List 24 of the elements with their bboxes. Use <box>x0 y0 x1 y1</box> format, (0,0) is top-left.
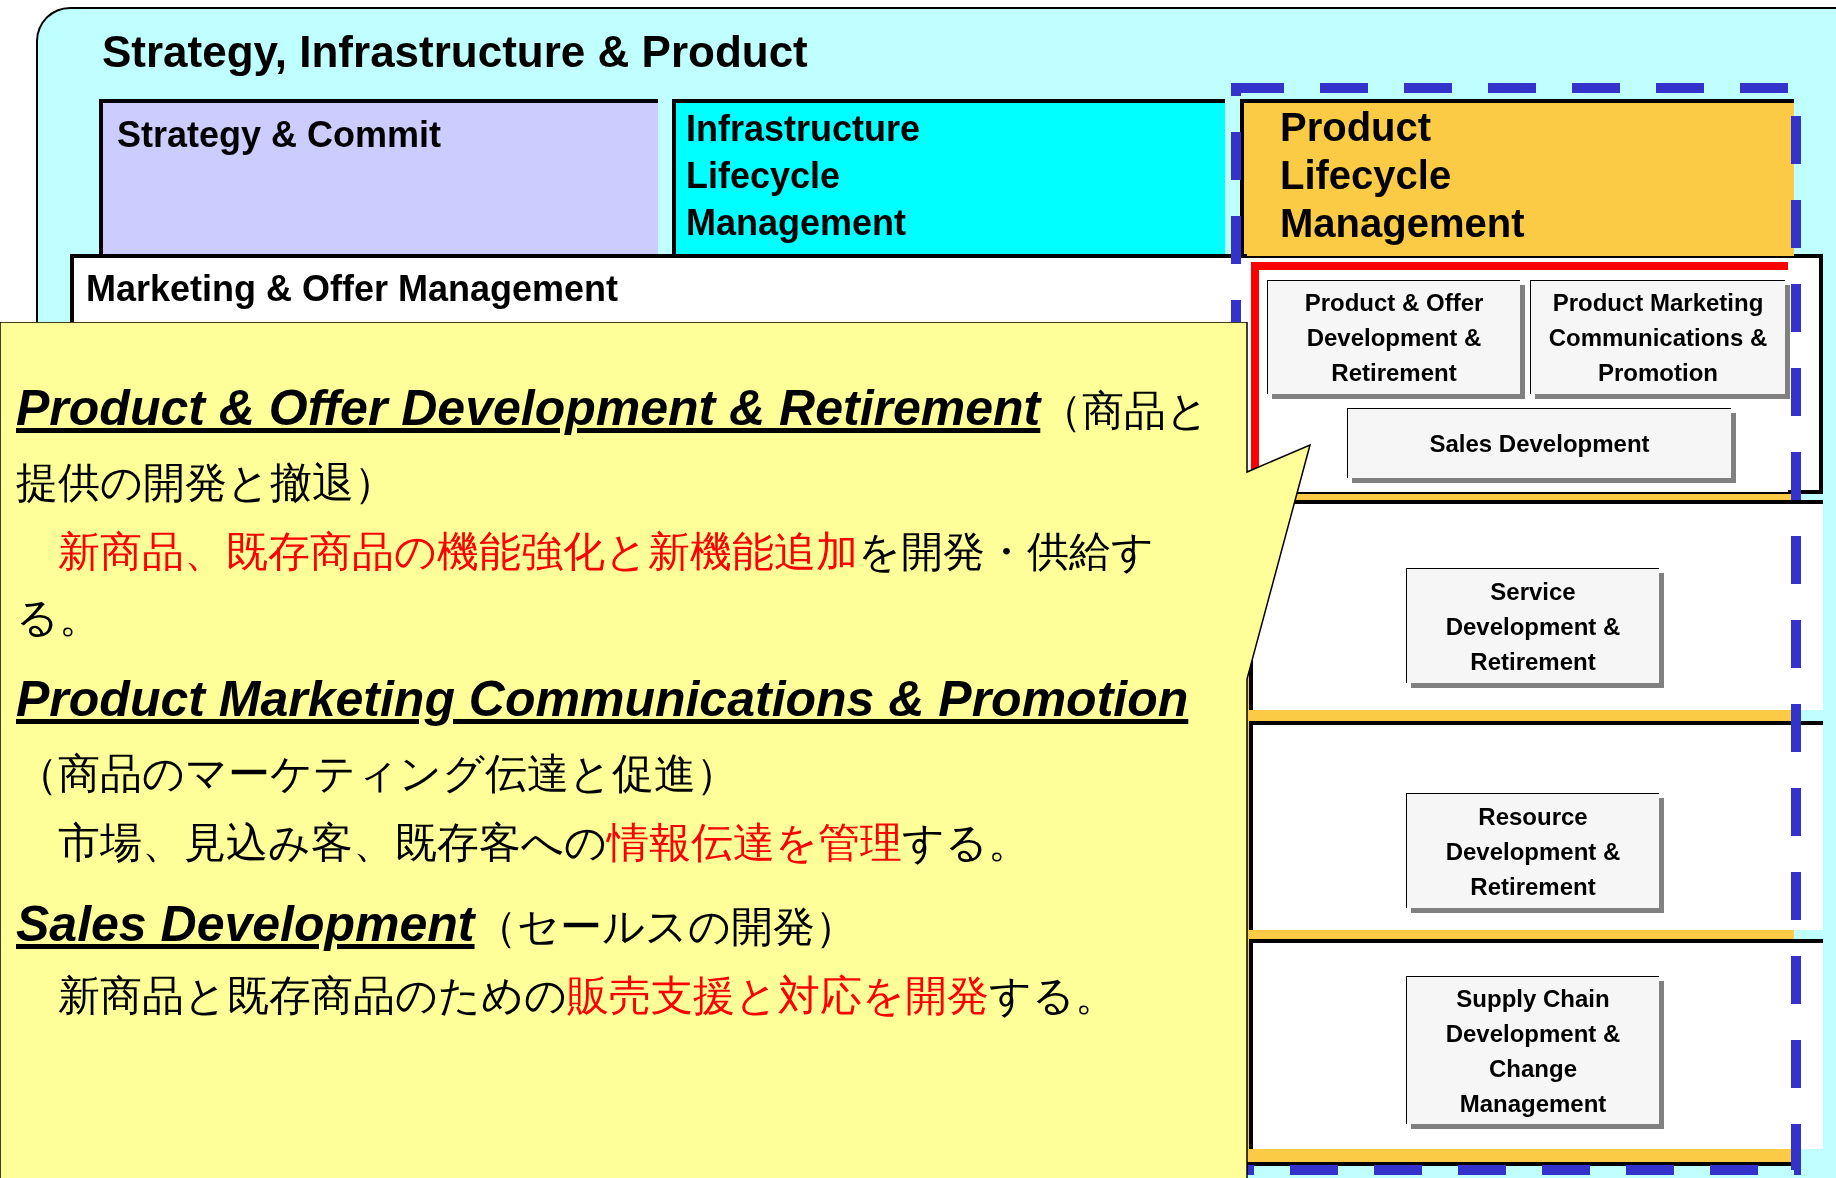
box-title: Strategy, Infrastructure & Product <box>101 26 809 77</box>
section-heading: Product Marketing Communications & Promotion（商品のマーケティング伝達と促進） <box>16 670 1190 799</box>
process-row <box>1249 939 1823 1149</box>
box-title: Product Marketing Communications & Promotion <box>1547 288 1769 388</box>
box-title: Product & Offer Development & Retirement <box>1303 288 1485 388</box>
process-row <box>70 254 1247 324</box>
process-box <box>672 99 1225 256</box>
box-title: Marketing & Offer Management <box>85 267 620 310</box>
description-text: 新商品、既存商品の機能強化と新機能追加 を開発・供給する。 <box>16 527 1155 643</box>
process-row <box>1249 500 1823 710</box>
section-heading: Sales Development（セールスの開発） <box>16 895 858 954</box>
box-title: Infrastructure Lifecycle Management <box>685 107 922 245</box>
process-row <box>1249 721 1823 930</box>
section-heading: Product & Offer Development & Retirement（商品と提供の開発と撤退） <box>16 379 1211 508</box>
process-box <box>99 99 658 256</box>
process-box <box>1240 99 1794 256</box>
box-title: Supply Chain Development & Change Management <box>1444 983 1622 1119</box>
box-title: Strategy & Commit <box>116 113 443 157</box>
box-title: Resource Development & Retirement <box>1444 801 1622 902</box>
box-title: Service Development & Retirement <box>1444 576 1622 677</box>
box-title: Product Lifecycle Management <box>1279 104 1526 247</box>
box-title: Sales Development <box>1428 429 1651 459</box>
description-text: 市場、見込み客、既存客への情報伝達を管理する。 <box>57 818 1031 868</box>
description-text: 新商品と既存商品のための販売支援と対応を開発する。 <box>57 971 1118 1021</box>
